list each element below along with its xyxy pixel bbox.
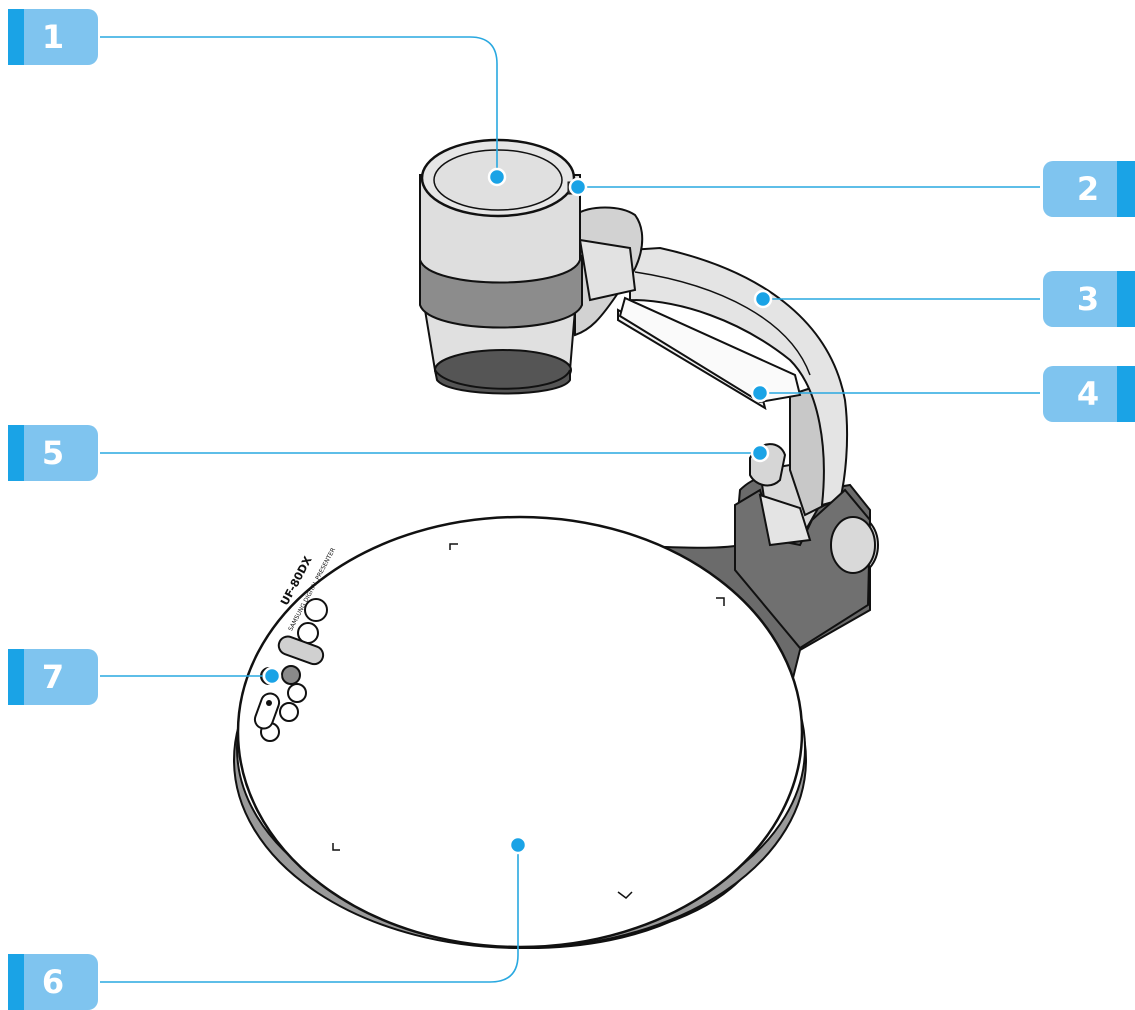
camera-head (419, 138, 644, 395)
menu-button[interactable] (287, 683, 307, 703)
callout-number-4: 4 (1076, 375, 1100, 413)
callout-dot-6 (508, 835, 528, 855)
callout-badge-2: 2 (1043, 161, 1135, 217)
callout-dot-2 (568, 177, 588, 197)
freeze-button[interactable] (281, 665, 301, 685)
arm (617, 246, 879, 650)
indicator-light (266, 700, 272, 706)
callout-number-1: 1 (41, 18, 65, 56)
callout-badge-6: 6 (8, 954, 98, 1010)
callout-dot-5 (750, 443, 770, 463)
leader-lines (100, 36, 1040, 983)
leader-line-1 (100, 36, 498, 176)
callout-badge-5: 5 (8, 425, 98, 481)
callout-number-6: 6 (41, 963, 65, 1001)
zoom-rocker[interactable] (276, 634, 325, 667)
callout-dot-7 (262, 666, 282, 686)
callout-badge-3: 3 (1043, 271, 1135, 327)
power-rocker[interactable] (252, 691, 281, 731)
power-button[interactable] (304, 598, 328, 622)
callout-number-5: 5 (41, 434, 65, 472)
callout-badge-4: 4 (1043, 366, 1135, 422)
callout-number-3: 3 (1076, 280, 1100, 318)
callout-dot-4 (750, 383, 770, 403)
callout-badge-7: 7 (8, 649, 98, 705)
base-plate (233, 474, 871, 950)
af-button[interactable] (279, 702, 299, 722)
leader-line-6 (100, 845, 519, 983)
callout-dot-1 (487, 167, 507, 187)
callout-badge-1: 1 (8, 9, 98, 65)
callout-dot-3 (753, 289, 773, 309)
callout-dots (262, 167, 773, 855)
callout-number-2: 2 (1076, 170, 1100, 208)
callout-number-7: 7 (41, 658, 65, 696)
